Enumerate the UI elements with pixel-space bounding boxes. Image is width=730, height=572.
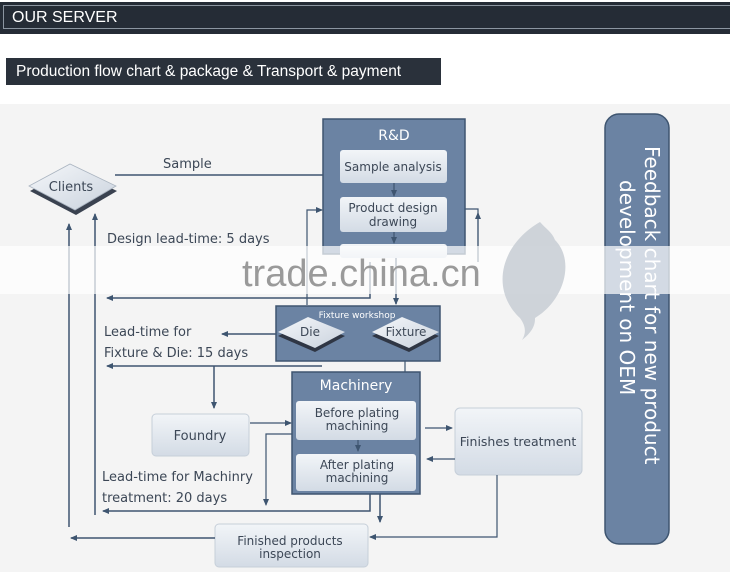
fixture-workshop-title: Fixture workshop: [319, 311, 396, 321]
leaf-icon: [502, 222, 566, 340]
fixture-lead-time-line2: Fixture & Die: 15 days: [104, 346, 248, 361]
flow-chart-svg: Feedback chart for new product developme…: [0, 113, 730, 568]
section-title: Production flow chart & package & Transp…: [16, 63, 402, 80]
fixture-node: [372, 317, 439, 348]
machinery-panel: Machinery Before plating machining After…: [291, 371, 421, 495]
finishes-treatment-node: Finishes treatment: [454, 407, 583, 476]
machinery-lead-time-line1: Lead-time for Machinry: [102, 470, 253, 485]
sample-analysis-label: Sample analysis: [344, 160, 441, 174]
foundry-node: Foundry: [151, 413, 250, 457]
foundry-label: Foundry: [174, 429, 227, 444]
section-heading: Production flow chart & package & Transp…: [6, 58, 441, 85]
production-flow-diagram: Feedback chart for new product developme…: [0, 104, 730, 572]
after-plating-line1: After plating: [320, 458, 394, 472]
finishes-treatment-label: Finishes treatment: [460, 434, 577, 449]
rd-title: R&D: [378, 128, 409, 144]
die-node: [278, 317, 345, 348]
before-plating-line1: Before plating: [315, 406, 400, 420]
fixture-lead-time-line1: Lead-time for: [104, 325, 192, 340]
inspection-node: Finished products inspection: [214, 523, 369, 568]
die-label: Die: [300, 325, 320, 339]
after-plating-line2: machining: [326, 471, 389, 485]
before-plating-box: [296, 401, 416, 440]
inspection-line2: inspection: [259, 547, 321, 561]
design-lead-time-label: Design lead-time: 5 days: [107, 232, 270, 247]
clients-node: Clients: [28, 163, 117, 215]
sample-label: Sample: [163, 157, 212, 172]
product-design-label-1: Product design: [348, 201, 437, 215]
rd-panel: R&D Sample analysis Product design drawi…: [322, 118, 466, 258]
after-plating-box: [296, 454, 416, 491]
fixture-label: Fixture: [386, 325, 427, 339]
machinery-lead-time-line2: treatment: 20 days: [102, 491, 227, 506]
watermark-text: trade.china.cn: [242, 253, 481, 295]
product-design-box: [340, 197, 447, 232]
feedback-text-line1: Feedback chart for new product: [640, 146, 664, 465]
sample-analysis-box: [340, 150, 447, 183]
product-design-label-2: drawing: [369, 215, 417, 229]
clients-label: Clients: [49, 180, 94, 195]
before-plating-line2: machining: [326, 419, 389, 433]
fixture-workshop-panel: Fixture workshop Die Fixture: [275, 305, 441, 362]
header-frame: OUR SERVER: [3, 5, 730, 29]
watermark: trade.china.cn: [0, 222, 730, 340]
feedback-panel: Feedback chart for new product developme…: [604, 113, 670, 545]
inspection-line1: Finished products: [237, 534, 342, 548]
machinery-title: Machinery: [320, 378, 393, 394]
header-title: OUR SERVER: [12, 9, 118, 26]
page-header: OUR SERVER: [0, 2, 730, 34]
